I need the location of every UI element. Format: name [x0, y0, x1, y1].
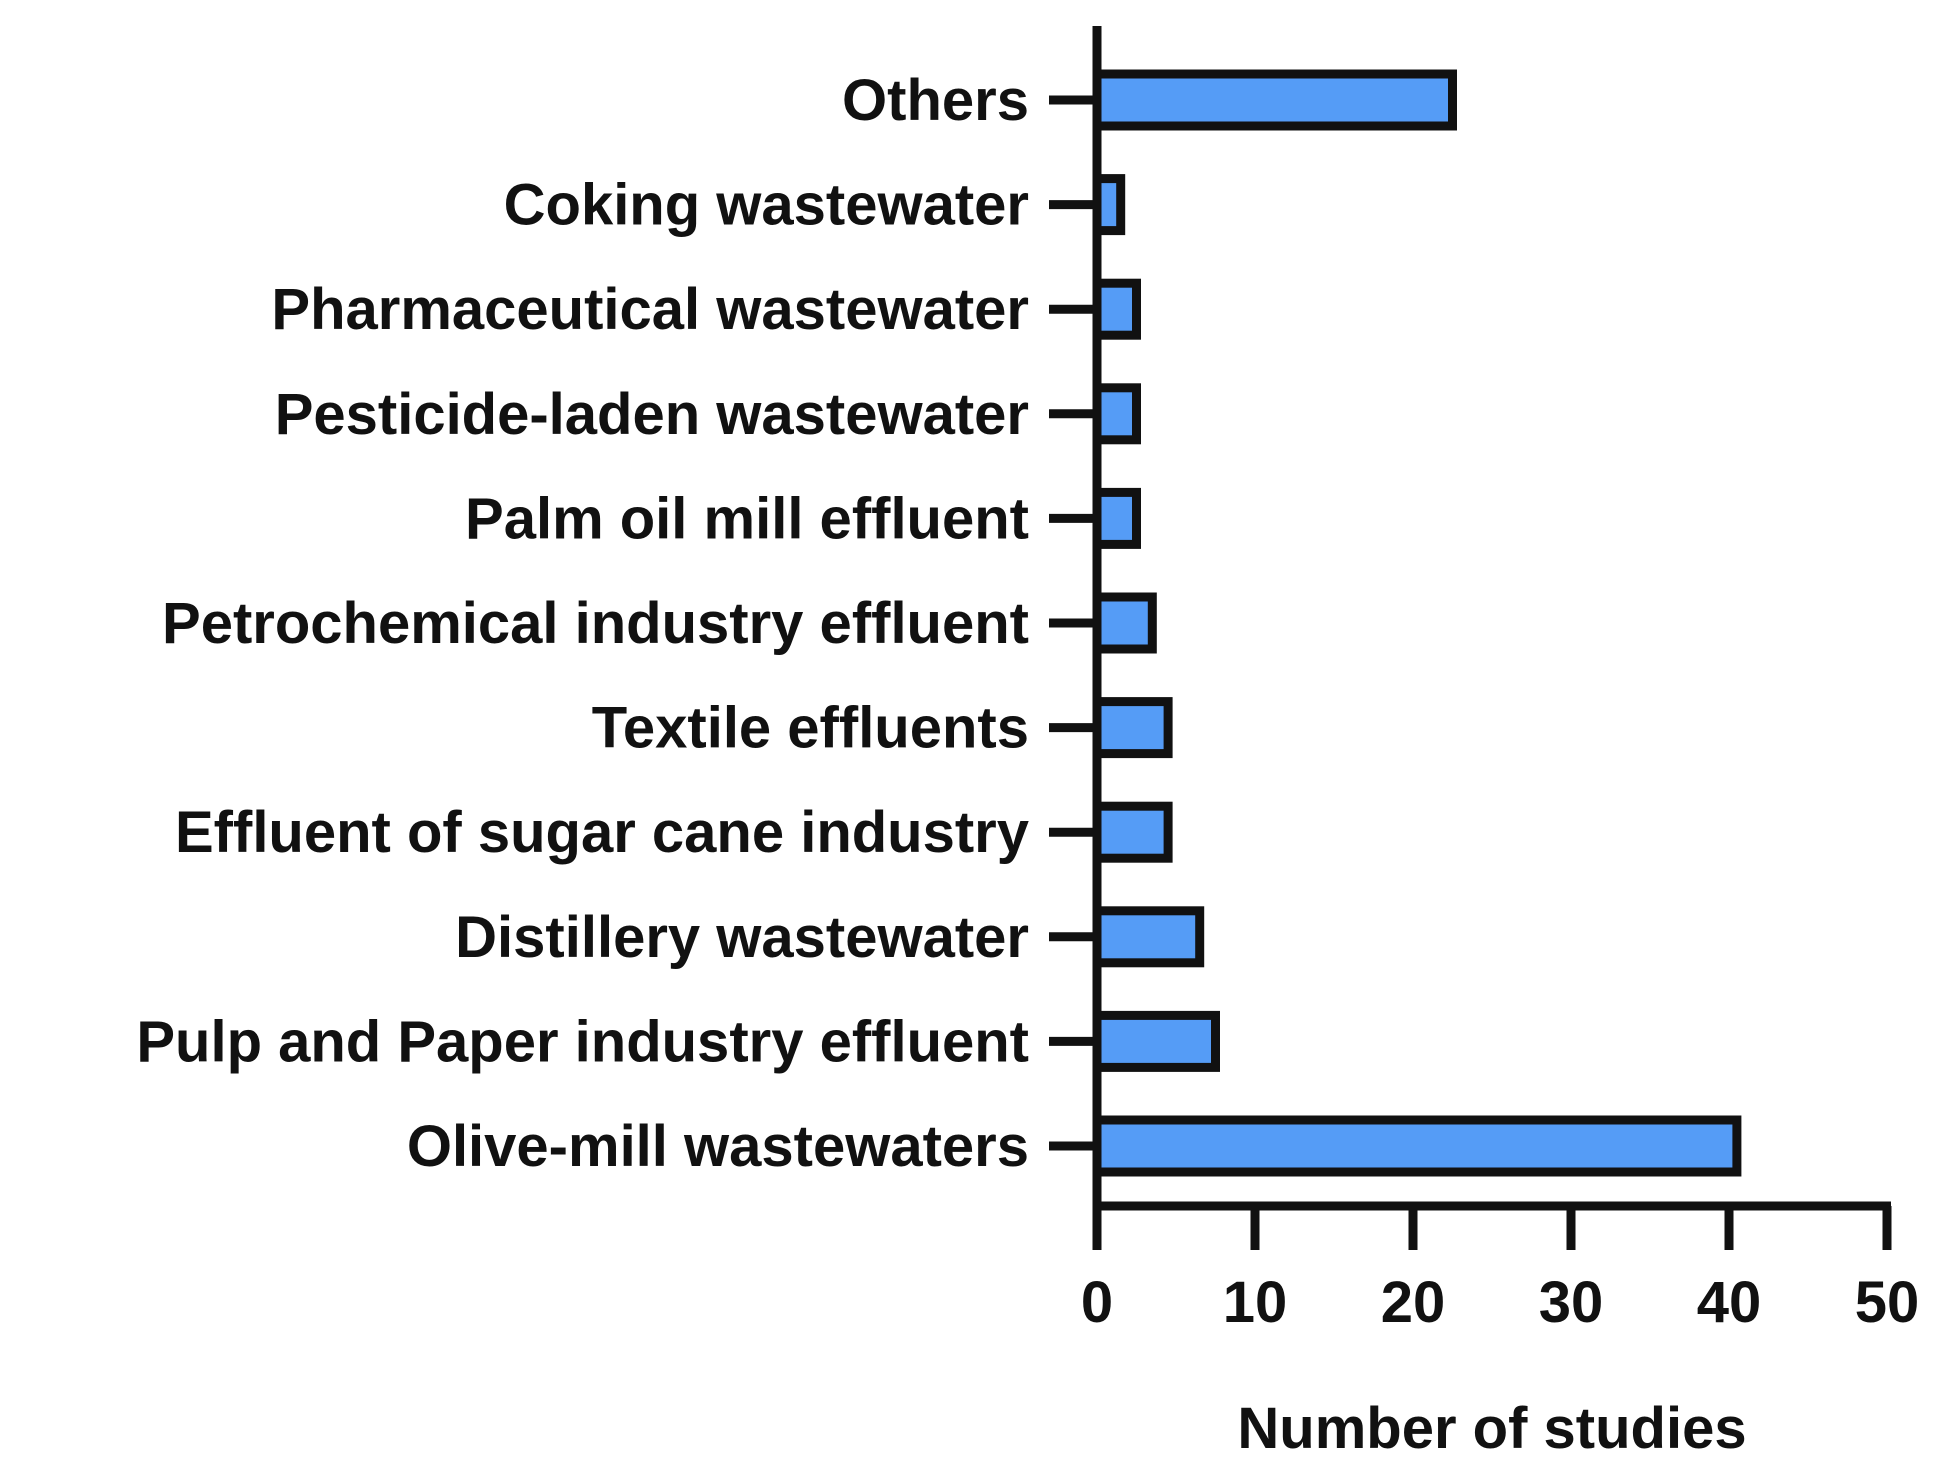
category-label-2: Pharmaceutical wastewater — [271, 277, 1029, 342]
x-tick-label-0: 0 — [1081, 1270, 1113, 1335]
bar-5 — [1092, 592, 1157, 654]
category-label-7: Effluent of sugar cane industry — [175, 800, 1029, 865]
category-label-0: Others — [842, 68, 1029, 133]
bar-6 — [1092, 697, 1173, 759]
category-ticks — [1049, 95, 1097, 1151]
category-label-6: Textile effluents — [592, 696, 1029, 761]
bar-10 — [1092, 1115, 1742, 1177]
bar-3 — [1092, 383, 1141, 445]
category-label-3: Pesticide-laden wastewater — [275, 382, 1029, 447]
category-label-1: Coking wastewater — [504, 173, 1029, 238]
category-label-10: Olive-mill wastewaters — [407, 1114, 1029, 1179]
category-label-4: Palm oil mill effluent — [465, 486, 1029, 551]
bar-9 — [1092, 1010, 1220, 1072]
category-label-5: Petrochemical industry effluent — [162, 591, 1029, 656]
bar-0 — [1092, 69, 1457, 131]
bar-4 — [1092, 487, 1141, 549]
category-label-8: Distillery wastewater — [455, 905, 1029, 970]
bar-2 — [1092, 278, 1141, 340]
x-axis-ticks — [1092, 1206, 1892, 1250]
x-tick-label-2: 20 — [1381, 1270, 1446, 1335]
x-tick-label-5: 50 — [1855, 1270, 1920, 1335]
category-label-9: Pulp and Paper industry effluent — [136, 1009, 1029, 1074]
bar-7 — [1092, 801, 1173, 863]
x-axis-tick-labels: 0 10 20 30 40 50 — [1081, 1270, 1919, 1335]
bars-group — [1092, 69, 1742, 1177]
x-tick-label-4: 40 — [1697, 1270, 1762, 1335]
x-axis-title: Number of studies — [1237, 1396, 1746, 1461]
x-tick-label-3: 30 — [1539, 1270, 1604, 1335]
bar-8 — [1092, 906, 1205, 968]
x-tick-label-1: 10 — [1223, 1270, 1288, 1335]
